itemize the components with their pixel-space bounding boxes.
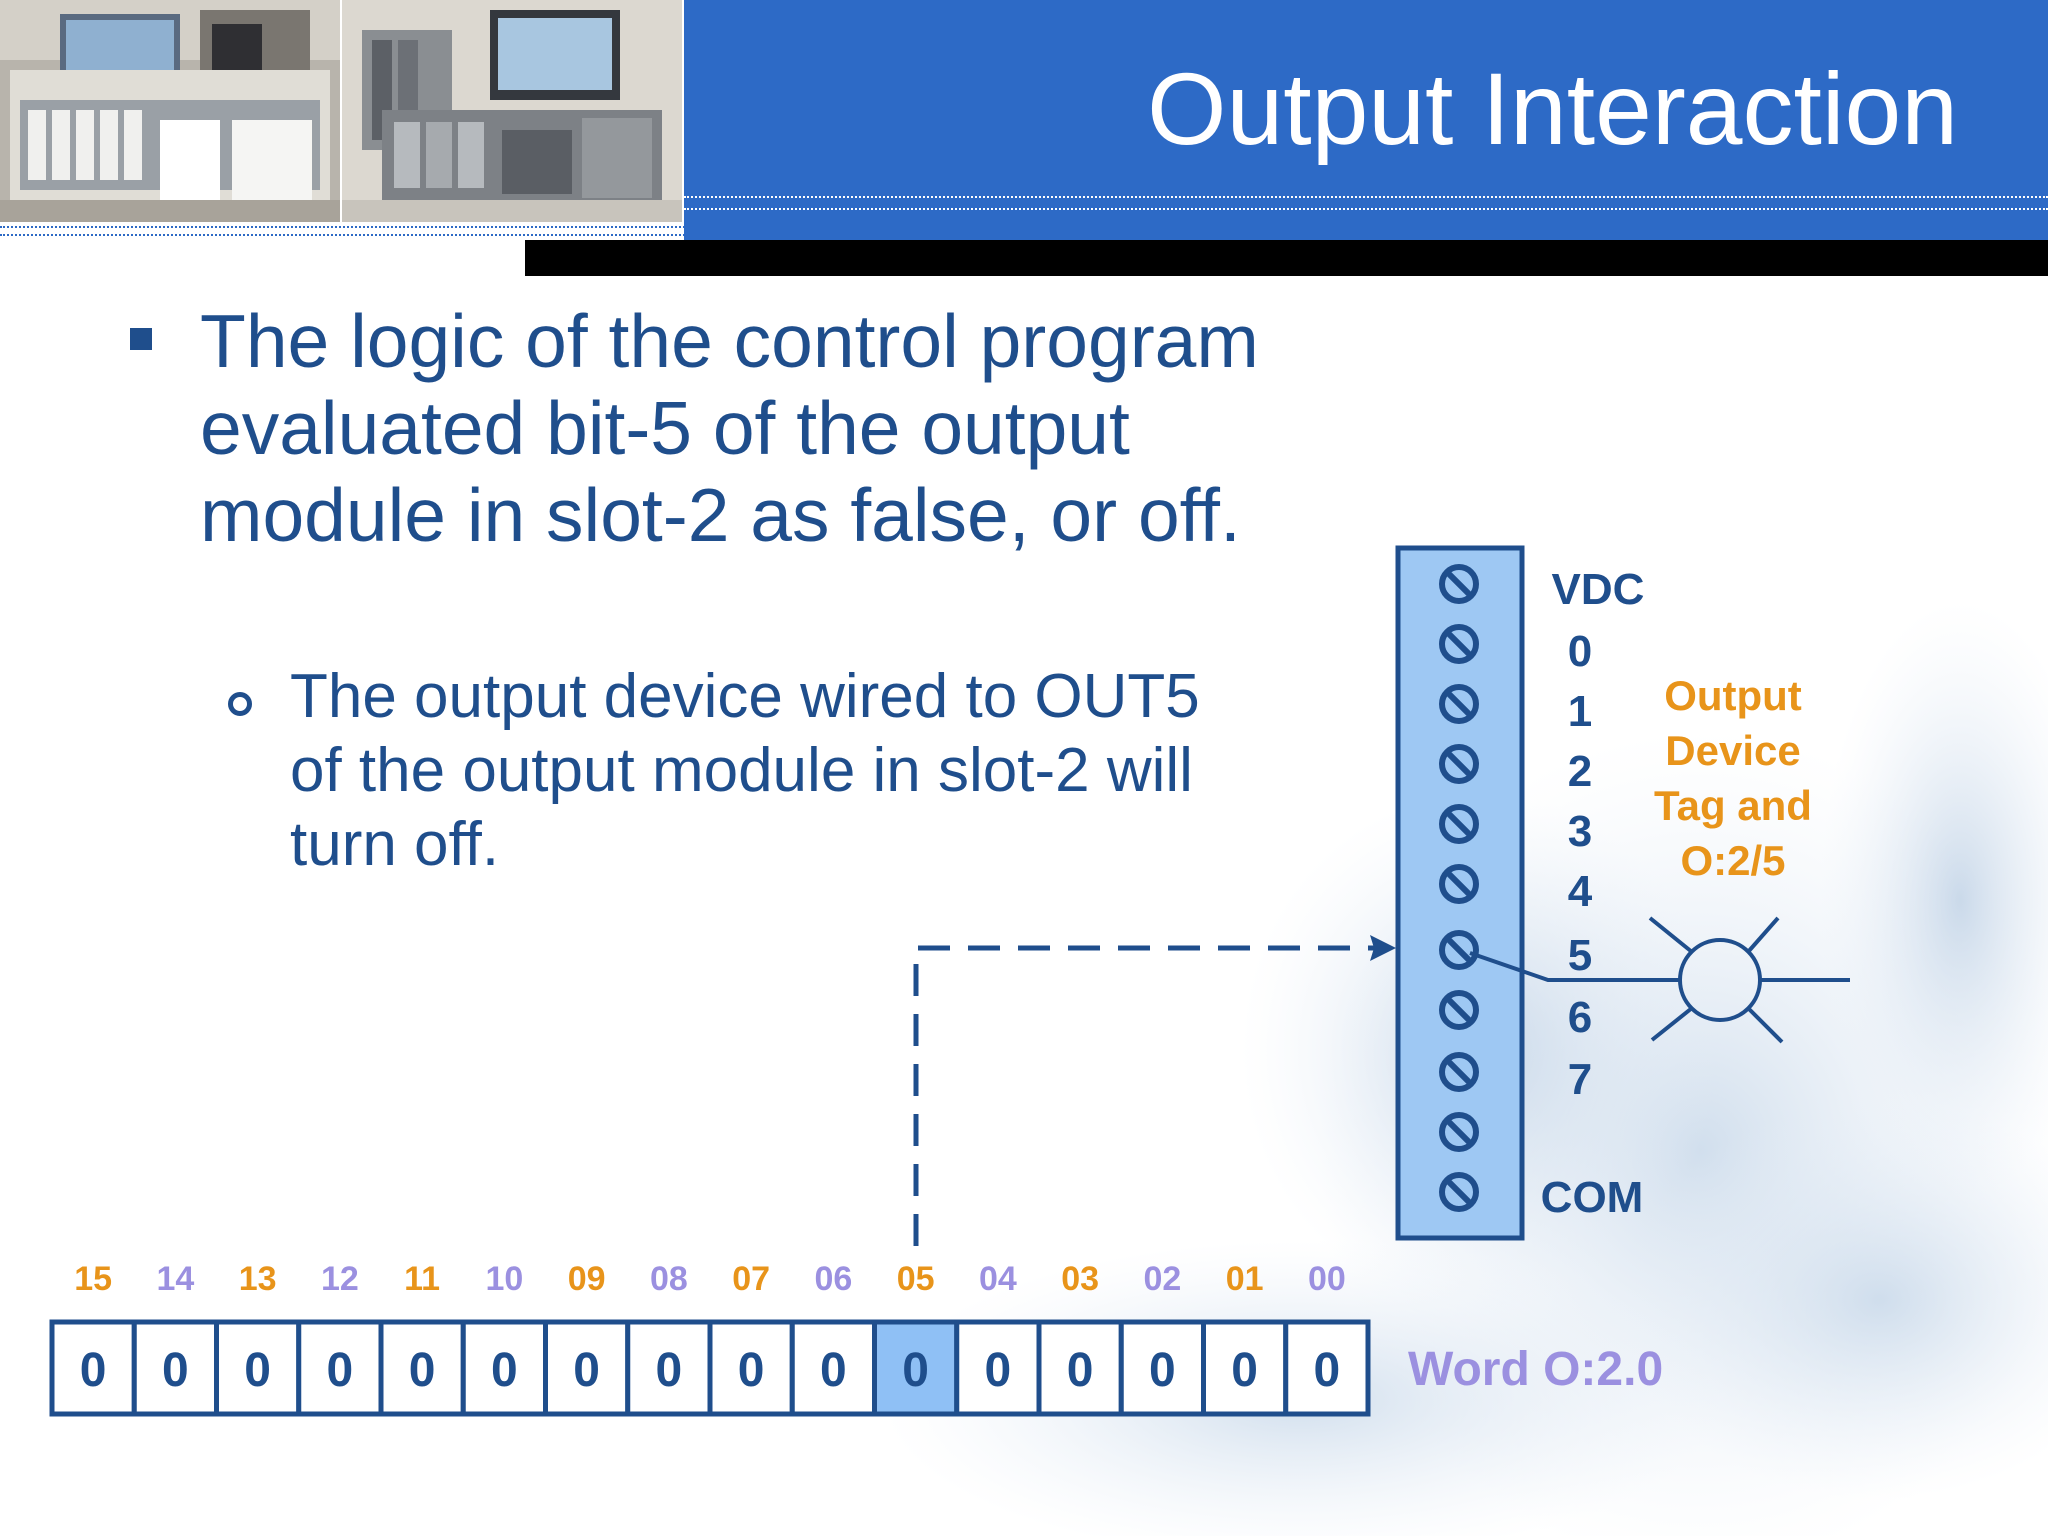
bit-value: 0 (1067, 1344, 1094, 1397)
bit-value: 0 (985, 1344, 1012, 1397)
terminal-label: VDC (1552, 565, 1645, 614)
bit-cell: 0 (214, 1319, 302, 1417)
bit-value: 0 (80, 1344, 107, 1397)
sub-bullet-text: The output device wired to OUT5 of the o… (290, 662, 1200, 879)
bit-to-terminal-connector (913, 945, 1386, 1246)
screw-terminal-icon (1439, 1172, 1479, 1212)
bit-number: 09 (568, 1260, 606, 1298)
terminal-screws (1439, 564, 1479, 1212)
terminal-label: 6 (1568, 993, 1592, 1042)
bit-cell: 0 (872, 1319, 960, 1417)
output-device-label-line: O:2/5 (1680, 837, 1785, 884)
terminal-label: COM (1541, 1173, 1644, 1222)
output-device-label-line: Tag and (1654, 782, 1812, 829)
ring-bullet-icon (228, 692, 252, 716)
bit-value: 0 (573, 1344, 600, 1397)
bit-number: 11 (404, 1260, 440, 1298)
terminal-label: 3 (1568, 807, 1592, 856)
header-black-bar (525, 240, 2048, 276)
bit-number: 05 (897, 1260, 935, 1298)
bit-value: 0 (244, 1344, 271, 1397)
header-band (684, 0, 2048, 240)
bit-value: 0 (491, 1344, 518, 1397)
output-device-label-line: Device (1665, 727, 1800, 774)
bit-value: 0 (327, 1344, 354, 1397)
bit-number: 06 (814, 1260, 852, 1298)
bit-cell: 0 (707, 1319, 795, 1417)
lamp-icon (1648, 916, 1784, 1044)
square-bullet-icon (130, 328, 152, 350)
screw-terminal-icon (1439, 1112, 1479, 1152)
screw-terminal-icon (1439, 1052, 1479, 1092)
screw-terminal-icon (1439, 804, 1479, 844)
device-wire (1469, 951, 1680, 982)
output-device-label-line: Output (1664, 672, 1802, 719)
plc-equipment-photo-left (0, 0, 340, 222)
bit-number: 08 (650, 1260, 688, 1298)
header-dotted-rule (684, 208, 2048, 210)
screw-terminal-icon (1439, 564, 1479, 604)
bit-cell: 0 (131, 1319, 219, 1417)
screw-terminal-icon (1439, 624, 1479, 664)
plc-equipment-photo-right (342, 0, 682, 222)
bit-number: 07 (732, 1260, 770, 1298)
bit-number: 13 (239, 1260, 277, 1298)
bit-number-row: 15 14 13 12 11 10 09 08 07 06 05 04 03 02 01 00 (74, 1260, 1346, 1298)
bit-cell: 0 (625, 1319, 713, 1417)
bit-cell: 0 (1036, 1319, 1124, 1417)
bit-value: 0 (738, 1344, 765, 1397)
bit-number: 12 (321, 1260, 359, 1298)
bit-cell: 0 (1283, 1319, 1371, 1417)
bit-cell: 0 (954, 1319, 1042, 1417)
header-dotted-rule (0, 226, 2048, 228)
screw-terminal-icon (1439, 864, 1479, 904)
header-dotted-rule (684, 196, 2048, 198)
page-title: Output Interaction (1147, 52, 1958, 166)
bit-cell: 0 (460, 1319, 548, 1417)
bit-value: 0 (1314, 1344, 1341, 1397)
bit-number: 04 (979, 1260, 1017, 1298)
bit-cell: 0 (1118, 1319, 1206, 1417)
terminal-label: 0 (1568, 627, 1592, 676)
bit-number: 00 (1308, 1260, 1346, 1298)
bit-number: 15 (74, 1260, 112, 1298)
terminal-label: 5 (1568, 931, 1592, 980)
header-dotted-rule (0, 234, 2048, 236)
bit-value: 0 (1231, 1344, 1258, 1397)
word-name-label: Word O:2.0 (1408, 1343, 1663, 1396)
bit-value: 0 (1149, 1344, 1176, 1397)
bit-value: 0 (162, 1344, 189, 1397)
terminal-label: 4 (1568, 867, 1593, 916)
bit-value: 0 (656, 1344, 683, 1397)
connector-arrowhead-icon (1370, 935, 1396, 961)
bit-value: 0 (902, 1344, 929, 1397)
screw-terminal-icon (1439, 684, 1479, 724)
bit-number: 03 (1061, 1260, 1099, 1298)
bit-number: 01 (1226, 1260, 1264, 1298)
bit-cell: 0 (296, 1319, 384, 1417)
terminal-label: 2 (1568, 747, 1592, 796)
screw-terminal-icon (1439, 744, 1479, 784)
screw-terminal-icon (1439, 930, 1479, 970)
bit-value: 0 (820, 1344, 847, 1397)
screw-terminal-icon (1439, 990, 1479, 1030)
bit-cell: 0 (543, 1319, 631, 1417)
bit-value: 0 (409, 1344, 436, 1397)
bit-cell: 0 (1201, 1319, 1289, 1417)
bit-cell: 0 (378, 1319, 466, 1417)
bit-cell: 0 (789, 1319, 877, 1417)
bit-number: 10 (485, 1260, 523, 1298)
terminal-label: 7 (1568, 1055, 1592, 1104)
bit-cell: 0 (49, 1319, 137, 1417)
main-bullet-text: The logic of the control program evaluat… (200, 299, 1259, 557)
bit-number: 02 (1143, 1260, 1181, 1298)
bit-cell-row: 0 0 0 0 0 0 0 0 0 0 0 0 0 0 0 0 (49, 1319, 1371, 1417)
bit-number: 14 (156, 1260, 194, 1298)
terminal-label: 1 (1568, 687, 1592, 736)
